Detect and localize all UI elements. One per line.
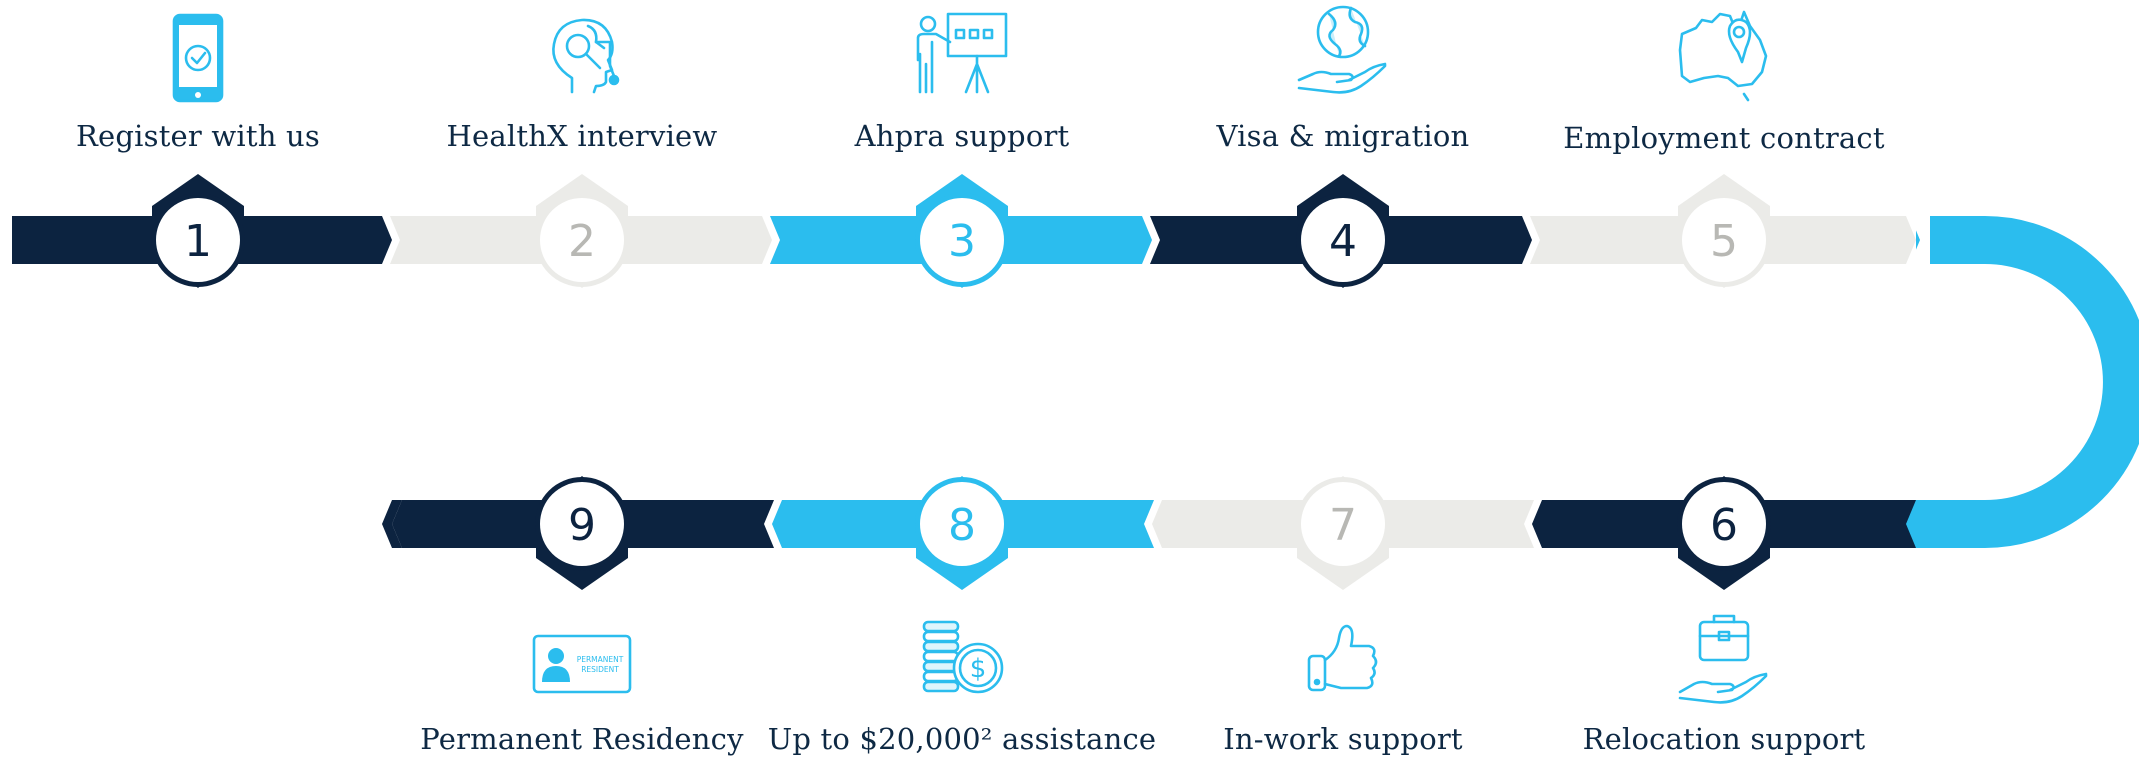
step-number: 9 — [568, 500, 596, 551]
step-disc — [1301, 198, 1385, 282]
step-badge-5: 5 — [1677, 174, 1771, 288]
step-disc — [1682, 482, 1766, 566]
track-tail-9 — [382, 500, 402, 548]
svg-text:$: $ — [970, 654, 987, 684]
globe-hand-icon — [1297, 5, 1387, 94]
step-label-6: Relocation support — [1582, 722, 1866, 756]
step-disc — [1301, 482, 1385, 566]
step-number: 3 — [948, 216, 976, 267]
step-disc — [540, 198, 624, 282]
step-number: 1 — [184, 216, 212, 267]
card-text-line1: PERMANENT — [577, 655, 624, 664]
head-magnifier-icon — [552, 18, 620, 94]
step-number: 6 — [1710, 500, 1738, 551]
step-label-8: Up to $20,000² assistance — [767, 722, 1157, 756]
australia-map-pin-icon — [1678, 10, 1768, 102]
card-text-line2: RESIDENT — [581, 665, 619, 674]
step-label-2: HealthX interview — [446, 119, 718, 153]
thumbs-up-icon — [1307, 624, 1378, 692]
track-uturn — [1916, 216, 2139, 548]
presentation-board-icon — [916, 12, 1008, 94]
step-number: 7 — [1329, 500, 1357, 551]
step-disc — [156, 198, 240, 282]
step-label-9: Permanent Residency — [420, 722, 744, 756]
step-label-5: Employment contract — [1563, 121, 1885, 155]
step-label-7: In-work support — [1223, 722, 1463, 756]
step-label-3: Ahpra support — [854, 119, 1070, 153]
step-badge-1: 1 — [151, 174, 245, 288]
step-badge-8: 8 — [915, 476, 1009, 590]
step-label-1: Register with us — [75, 119, 321, 153]
step-disc — [540, 482, 624, 566]
step-number: 5 — [1710, 216, 1738, 267]
step-number: 4 — [1329, 216, 1357, 267]
step-badge-6: 6 — [1677, 476, 1771, 590]
step-badge-2: 2 — [535, 174, 629, 288]
step-badge-4: 4 — [1296, 174, 1390, 288]
coins-dollar-icon: $ — [922, 620, 1004, 694]
step-disc — [1682, 198, 1766, 282]
step-badge-7: 7 — [1296, 476, 1390, 590]
step-label-4: Visa & migration — [1216, 119, 1470, 153]
uturn-tip-bottom — [1906, 500, 1925, 548]
smartphone-check-icon — [172, 13, 224, 103]
uturn-notch-top — [1910, 216, 1930, 264]
step-number: 8 — [948, 500, 976, 551]
step-disc — [920, 482, 1004, 566]
step-disc — [920, 198, 1004, 282]
briefcase-hand-icon — [1678, 614, 1768, 704]
step-badge-9: 9 — [535, 476, 629, 590]
step-number: 2 — [568, 216, 596, 267]
step-badge-3: 3 — [915, 174, 1009, 288]
